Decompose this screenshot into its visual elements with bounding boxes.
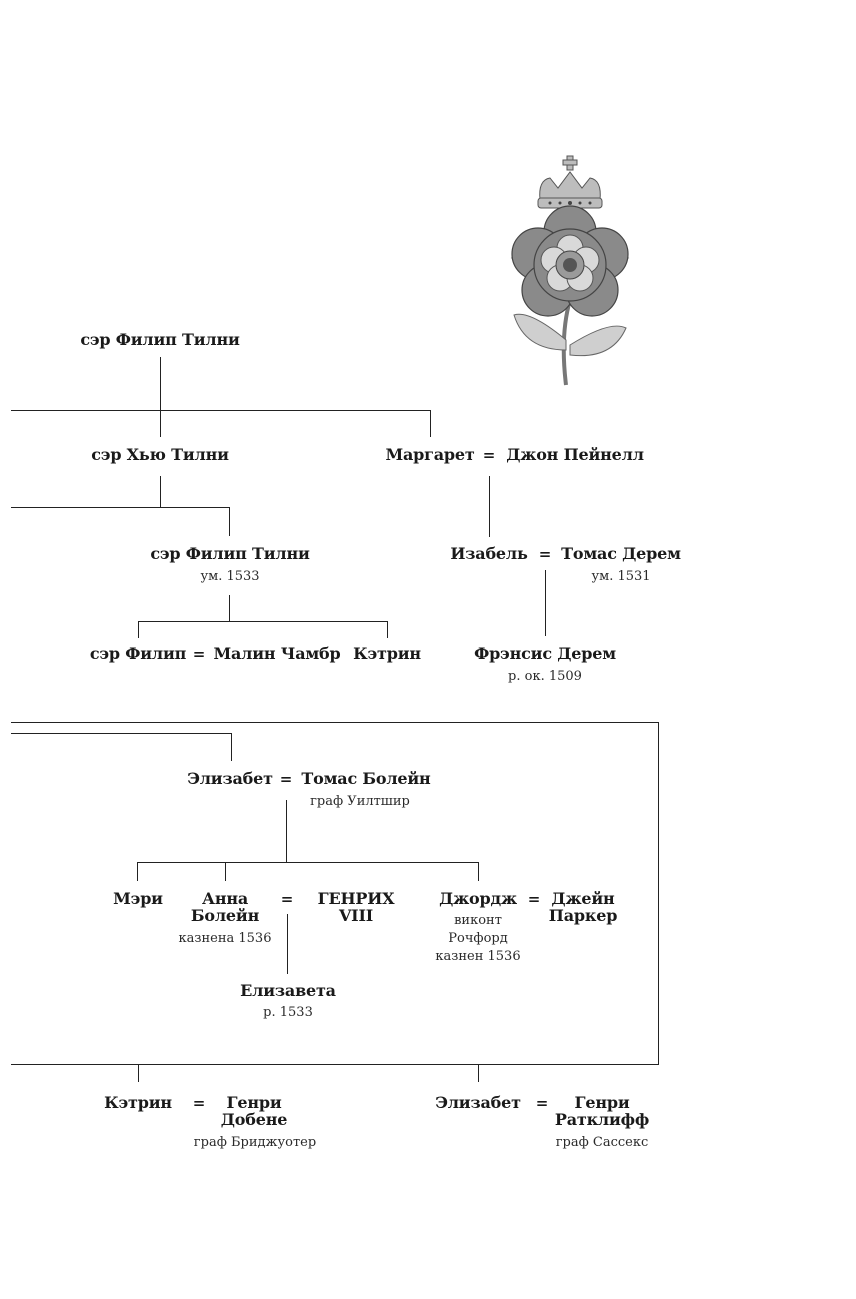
person-philip-tilney: сэр Филип Тилни bbox=[150, 544, 310, 563]
person-malyn-chambre: Малин Чамбр bbox=[213, 644, 341, 663]
line bbox=[387, 621, 389, 638]
person-note: ум. 1531 bbox=[591, 569, 651, 584]
person-henry-radcliffe-line1: Генри bbox=[574, 1093, 630, 1112]
line bbox=[658, 722, 660, 1064]
person-jane-parker-line1: Джейн bbox=[551, 889, 615, 908]
line bbox=[287, 914, 289, 974]
marriage-sign: = bbox=[535, 1094, 549, 1112]
person-philip-tilney-elder: сэр Филип Тилни bbox=[80, 330, 240, 349]
line bbox=[430, 410, 432, 437]
person-thomas-dereham: Томас Дерем bbox=[561, 544, 681, 563]
person-elizabeth-howard-2: Элизабет bbox=[435, 1093, 521, 1112]
marriage-sign: = bbox=[192, 1094, 206, 1112]
person-mary: Мэри bbox=[113, 889, 163, 908]
person-george: Джордж bbox=[439, 889, 517, 908]
person-note: граф Сассекс bbox=[555, 1135, 649, 1150]
marriage-sign: = bbox=[538, 545, 552, 563]
line bbox=[11, 410, 431, 412]
line bbox=[11, 722, 659, 724]
line bbox=[229, 507, 231, 536]
line bbox=[478, 1064, 480, 1082]
person-note: Рочфорд bbox=[448, 931, 508, 946]
person-elizabeth-princess: Елизавета bbox=[240, 981, 336, 1000]
person-henry-radcliffe-line2: Ратклифф bbox=[554, 1110, 650, 1129]
line bbox=[138, 621, 140, 638]
line bbox=[231, 733, 233, 761]
line bbox=[137, 862, 139, 881]
line bbox=[160, 476, 162, 508]
person-note: ум. 1533 bbox=[200, 569, 260, 584]
line bbox=[137, 862, 479, 864]
line bbox=[229, 595, 231, 622]
line bbox=[225, 862, 227, 881]
line bbox=[286, 800, 288, 863]
person-hugh-tilney: сэр Хью Тилни bbox=[91, 445, 229, 464]
person-note: казнен 1536 bbox=[435, 949, 521, 964]
person-katherine-howard: Кэтрин bbox=[104, 1093, 172, 1112]
person-anne-boleyn-line1: Анна bbox=[201, 889, 249, 908]
line bbox=[138, 1064, 140, 1082]
marriage-sign: = bbox=[482, 446, 496, 464]
marriage-sign: = bbox=[280, 890, 294, 908]
line bbox=[138, 621, 388, 623]
line bbox=[11, 507, 230, 509]
person-thomas-boleyn: Томас Болейн bbox=[301, 769, 431, 788]
person-john-paynell: Джон Пейнелл bbox=[506, 445, 644, 464]
marriage-sign: = bbox=[527, 890, 541, 908]
person-francis-dereham: Фрэнсис Дерем bbox=[474, 644, 616, 663]
line bbox=[478, 862, 480, 881]
person-henry-viii-line2: VIII bbox=[338, 906, 374, 925]
marriage-sign: = bbox=[192, 645, 206, 663]
marriage-sign: = bbox=[279, 770, 293, 788]
person-anne-boleyn-line2: Болейн bbox=[190, 906, 260, 925]
line bbox=[489, 476, 491, 537]
person-henry-daubeney-line2: Добене bbox=[220, 1110, 288, 1129]
line bbox=[11, 1064, 659, 1066]
tudor-rose-crown-icon bbox=[510, 155, 630, 386]
line bbox=[11, 733, 232, 735]
person-note: казнена 1536 bbox=[178, 931, 272, 946]
person-katherine-tilney: Кэтрин bbox=[353, 644, 421, 663]
person-note: виконт bbox=[454, 913, 502, 928]
person-elizabeth-howard: Элизабет bbox=[187, 769, 273, 788]
person-note: граф Уилтшир bbox=[310, 794, 410, 809]
person-jane-parker-line2: Паркер bbox=[548, 906, 618, 925]
line bbox=[160, 357, 162, 437]
person-isabel: Изабель bbox=[450, 544, 528, 563]
person-sir-philip: сэр Филип bbox=[89, 644, 187, 663]
person-henry-daubeney-line1: Генри bbox=[226, 1093, 282, 1112]
person-margaret: Маргарет bbox=[385, 445, 475, 464]
person-henry-viii-line1: ГЕНРИХ bbox=[317, 889, 395, 908]
line bbox=[545, 570, 547, 636]
person-note: граф Бриджуотер bbox=[193, 1135, 317, 1150]
person-note: р. 1533 bbox=[263, 1005, 313, 1020]
person-note: р. ок. 1509 bbox=[508, 669, 582, 684]
